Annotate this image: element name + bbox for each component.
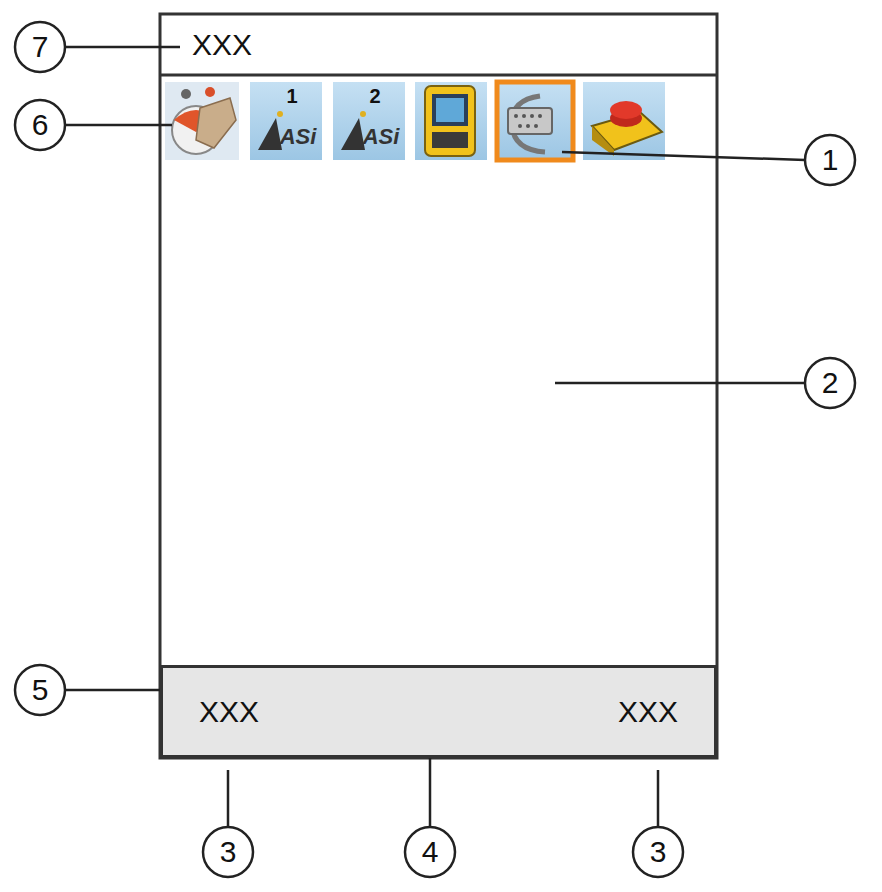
callout-number: 3 bbox=[220, 837, 237, 867]
callout-number: 2 bbox=[822, 368, 839, 398]
icon-number: 2 bbox=[369, 86, 380, 106]
softkey-label: XXX bbox=[199, 697, 259, 727]
icon-text: ASi bbox=[363, 126, 400, 148]
icon-text: ASi bbox=[280, 126, 317, 148]
callout-number: 6 bbox=[32, 110, 49, 140]
softkey-label: XXX bbox=[618, 697, 678, 727]
title-text: XXX bbox=[192, 30, 252, 60]
icon-number: 1 bbox=[286, 86, 297, 106]
softkey-bar: XXX XXX bbox=[160, 665, 717, 758]
title-bar: XXX bbox=[160, 14, 717, 75]
callout-number: 5 bbox=[32, 675, 49, 705]
callout-number: 7 bbox=[32, 32, 49, 62]
callout-number: 4 bbox=[422, 837, 439, 867]
callout-number: 1 bbox=[822, 145, 839, 175]
callout-number: 3 bbox=[650, 837, 667, 867]
